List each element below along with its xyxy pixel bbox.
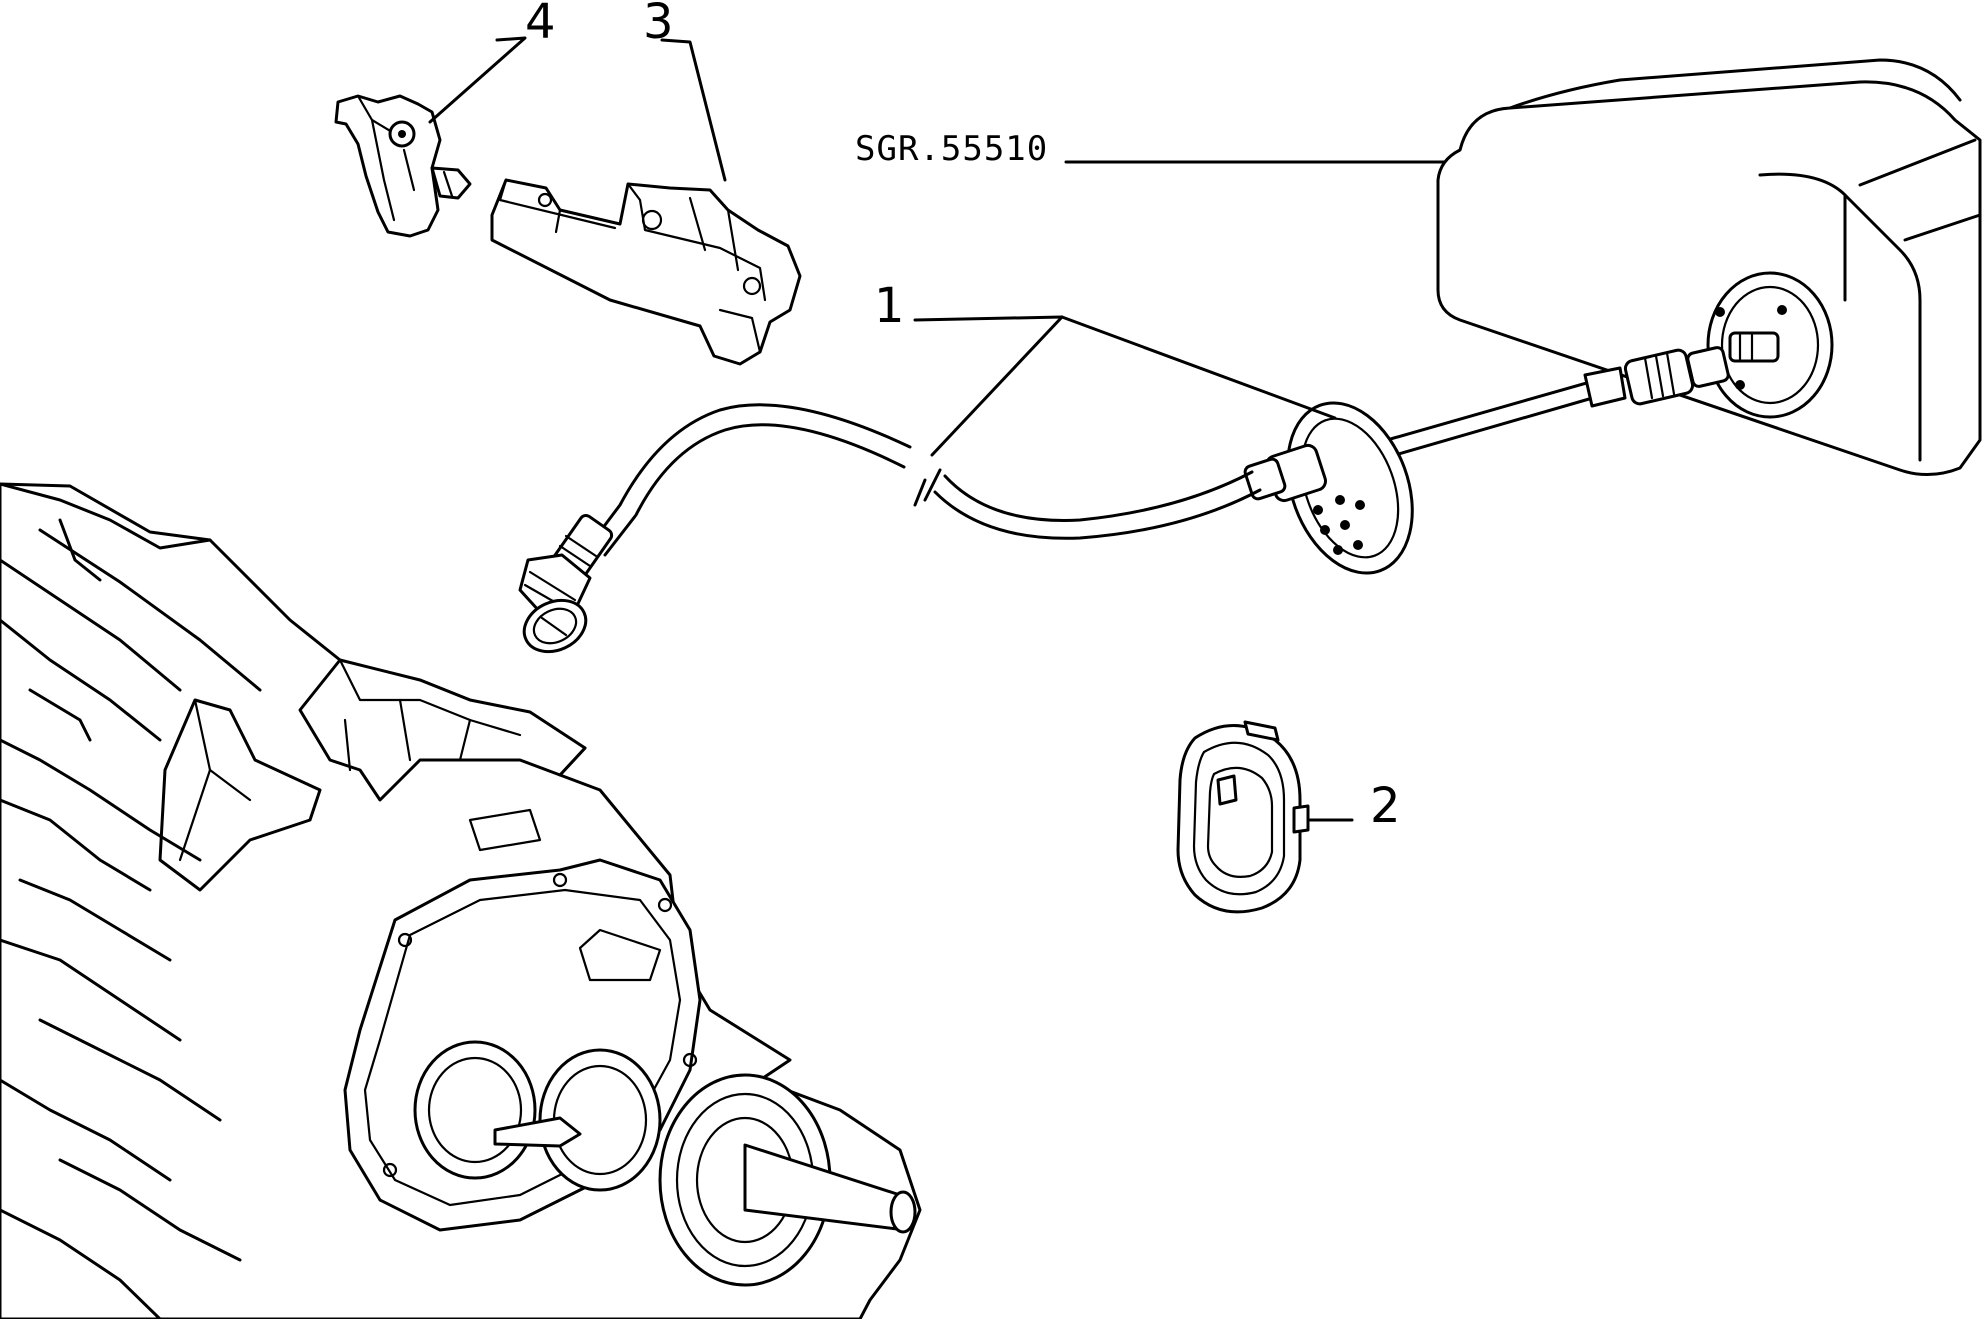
grommet-seal-part bbox=[1176, 720, 1354, 914]
callout-3-label: 3 bbox=[643, 0, 674, 50]
speedometer-cable bbox=[518, 315, 1730, 654]
clip-part bbox=[334, 36, 527, 238]
gearbox-housing bbox=[0, 482, 922, 1319]
callout-4-label: 4 bbox=[525, 0, 556, 50]
reference-code-group: SGR.55510 bbox=[855, 129, 1462, 169]
callout-1-label: 1 bbox=[874, 278, 905, 334]
callout-2-label: 2 bbox=[1370, 778, 1401, 834]
bracket-part bbox=[490, 38, 802, 366]
instrument-cluster bbox=[1436, 58, 1982, 476]
reference-code-label: SGR.55510 bbox=[855, 129, 1048, 169]
